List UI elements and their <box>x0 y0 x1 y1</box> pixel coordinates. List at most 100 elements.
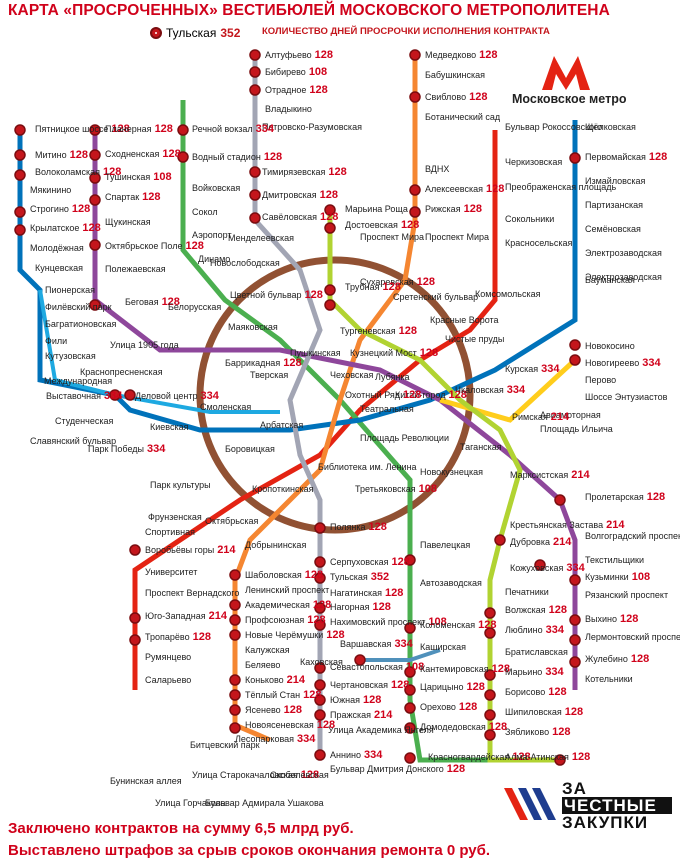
station-label: Крестьянская Застава <box>510 520 603 530</box>
station-days-overdue: 128 <box>620 613 638 625</box>
station-pin <box>314 694 326 706</box>
station-label: Владыкино <box>265 104 312 114</box>
line-kaluzhsko-rizhskaya <box>232 55 418 743</box>
station-days-overdue: 128 <box>391 679 409 691</box>
station-label: Тушинская <box>105 172 150 182</box>
station-label: Сретенский бульвар <box>393 292 478 302</box>
station-days-overdue: 128 <box>401 219 419 231</box>
station-label: Площадь Ильича <box>540 424 613 434</box>
station-days-overdue: 128 <box>70 149 88 161</box>
station-pin <box>14 206 26 218</box>
station-label: Международная <box>44 376 112 386</box>
station-label: Ясенево <box>245 705 281 715</box>
station-days-overdue: 128 <box>385 587 403 599</box>
station-label: Белорусская <box>168 302 221 312</box>
station-days-overdue: 128 <box>315 49 333 61</box>
station-days-overdue: 128 <box>313 599 331 611</box>
station-pin <box>249 84 261 96</box>
station-label: Текстильщики <box>585 555 644 565</box>
station-days-overdue: 128 <box>467 681 485 693</box>
station-label: Лесопарковая <box>235 734 294 744</box>
station-pin <box>314 749 326 761</box>
station-label: Кунцевская <box>35 263 83 273</box>
station-label: Кузьминки <box>585 572 629 582</box>
station-label: Фрунзенская <box>148 512 202 522</box>
station-label: Библиотека им. Ленина <box>318 462 417 472</box>
station-pin <box>569 614 581 626</box>
station-days-overdue: 128 <box>309 84 327 96</box>
station-days-overdue: 128 <box>649 151 667 163</box>
station-days-overdue: 214 <box>287 674 306 686</box>
station-label: Новогиреево <box>585 358 639 368</box>
station-days-overdue: 352 <box>371 571 389 583</box>
station-pin <box>569 574 581 586</box>
station-label: Сухаревская <box>360 277 414 287</box>
station-label: Арбатская <box>260 420 303 430</box>
station-label: Перово <box>585 375 616 385</box>
station-days-overdue: 128 <box>447 763 465 775</box>
station-label: Римская <box>512 412 548 422</box>
station-label: Деловой центр <box>135 391 198 401</box>
station-label: Савёловская <box>262 212 317 222</box>
station-label: Люблино <box>505 625 543 635</box>
station-label: Маяковская <box>228 322 278 332</box>
station-days-overdue: 128 <box>478 619 496 631</box>
station-label: Фили <box>45 336 67 346</box>
station-label: Серпуховская <box>330 557 389 567</box>
station-days-overdue: 128 <box>552 726 570 738</box>
station-label: Тульская <box>330 572 368 582</box>
station-label: Кропоткинская <box>252 484 314 494</box>
station-days-overdue: 334 <box>364 749 383 761</box>
station-pin <box>484 729 496 741</box>
station-pin <box>404 752 416 764</box>
station-pin <box>554 754 566 766</box>
legend-description: КОЛИЧЕСТВО ДНЕЙ ПРОСРОЧКИ ИСПОЛНЕНИЯ КОН… <box>262 26 550 37</box>
line-tagansko-krasnopresnenskaya <box>92 130 578 690</box>
station-days-overdue: 108 <box>406 661 424 673</box>
station-pin <box>14 149 26 161</box>
station-label: Печатники <box>505 587 549 597</box>
station-label: Румянцево <box>145 652 191 662</box>
station-pin <box>484 709 496 721</box>
station-pin <box>249 49 261 61</box>
station-label: Академическая <box>245 600 310 610</box>
station-label: Новослободская <box>210 258 280 268</box>
station-label: Чеховская <box>330 370 374 380</box>
station-days-overdue: 128 <box>301 769 319 781</box>
station-days-overdue: 128 <box>391 556 409 568</box>
station-label: Медведково <box>425 50 476 60</box>
station-days-overdue: 108 <box>428 616 446 628</box>
station-label: Багратионовская <box>45 319 116 329</box>
station-days-overdue: 128 <box>264 151 282 163</box>
station-pin <box>229 614 241 626</box>
station-label: Свиблово <box>425 92 466 102</box>
station-label: Лубянка <box>375 372 410 382</box>
station-days-overdue: 128 <box>369 521 387 533</box>
station-days-overdue: 128 <box>305 289 323 301</box>
station-pin <box>229 629 241 641</box>
station-days-overdue: 334 <box>256 123 275 135</box>
station-label: Электрозаводская <box>585 272 662 282</box>
station-label: Алма-Атинская <box>505 752 569 762</box>
station-label: Юго-Западная <box>145 611 206 621</box>
station-days-overdue: 128 <box>320 189 338 201</box>
station-label: Партизанская <box>585 200 643 210</box>
station-days-overdue: 128 <box>103 166 121 178</box>
station-label: Проспект Мира <box>425 232 489 242</box>
footer-contracts-total: Заключено контрактов на сумму 6,5 млрд р… <box>8 820 354 837</box>
station-pin <box>229 704 241 716</box>
station-pin <box>484 669 496 681</box>
station-days-overdue: 108 <box>309 66 327 78</box>
station-pin <box>89 172 101 184</box>
station-label: Достоевская <box>345 220 398 230</box>
station-label: Бибирево <box>265 67 306 77</box>
station-label: Трубная <box>345 282 380 292</box>
station-days-overdue: 334 <box>297 733 316 745</box>
brand-logo-text: ЗА ЧЕСТНЫЕ ЗАКУПКИ <box>562 780 672 831</box>
station-days-overdue: 128 <box>420 347 438 359</box>
station-days-overdue: 334 <box>642 357 661 369</box>
station-label: Марксистская <box>510 470 568 480</box>
station-days-overdue: 128 <box>464 203 482 215</box>
station-pin <box>404 666 416 678</box>
station-pin <box>129 634 141 646</box>
